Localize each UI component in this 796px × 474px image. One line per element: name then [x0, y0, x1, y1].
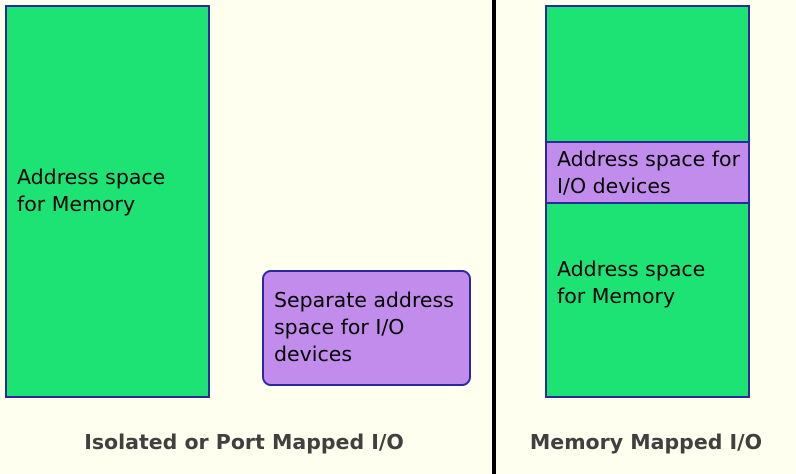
- panel-divider: [492, 0, 496, 474]
- panel-caption-memory-mapped-io: Memory Mapped I/O: [529, 430, 763, 454]
- block-label-io-space-band-mapped: Address space for I/O devices: [557, 147, 740, 198]
- block-memory-space-isolated: Address space for Memory: [5, 5, 210, 398]
- block-memory-space-upper-mapped: [545, 5, 750, 143]
- block-io-space-band-mapped: Address space for I/O devices: [545, 141, 750, 204]
- block-label-memory-space-isolated: Address space for Memory: [17, 165, 166, 216]
- block-io-space-isolated: Separate address space for I/O devices: [262, 270, 471, 386]
- panel-caption-isolated-io: Isolated or Port Mapped I/O: [84, 430, 404, 454]
- block-memory-space-lower-mapped: Address space for Memory: [545, 202, 750, 398]
- block-label-io-space-isolated: Separate address space for I/O devices: [274, 288, 454, 366]
- block-label-memory-space-lower-mapped: Address space for Memory: [557, 257, 706, 308]
